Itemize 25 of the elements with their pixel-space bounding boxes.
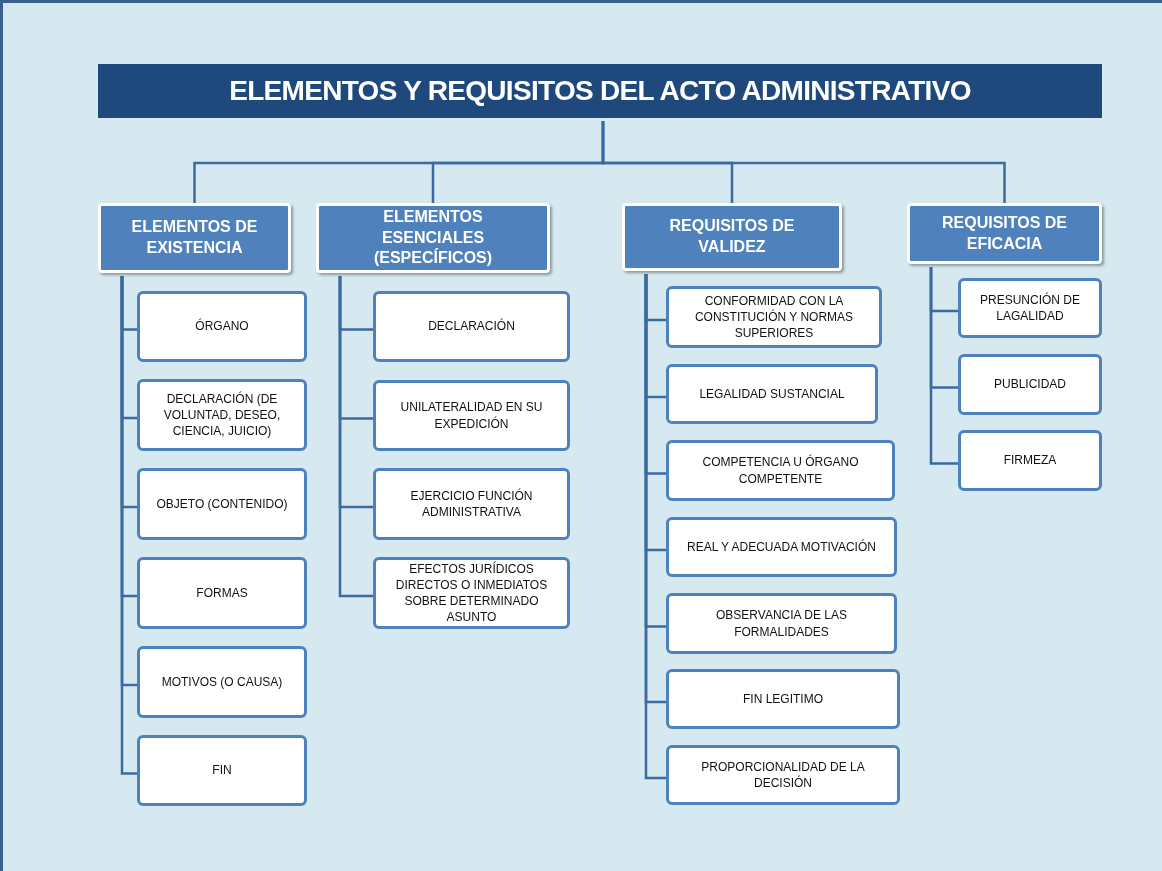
item-box: PROPORCIONALIDAD DE LA DECISIÓN [666, 745, 900, 805]
item-box: UNILATERALIDAD EN SU EXPEDICIÓN [373, 380, 570, 451]
category-box: REQUISITOS DE EFICACIA [907, 203, 1102, 264]
item-box: EFECTOS JURÍDICOS DIRECTOS O INMEDIATOS SOBRE DETERMINADO ASUNTO [373, 557, 570, 629]
item-box: PRESUNCIÓN DE LAGALIDAD [958, 278, 1102, 338]
item-box: FIN LEGITIMO [666, 669, 900, 729]
item-box: DECLARACIÓN (DE VOLUNTAD, DESEO, CIENCIA, JUICIO) [137, 379, 307, 451]
category-box: REQUISITOS DE VALIDEZ [622, 203, 842, 271]
title-bar: ELEMENTOS Y REQUISITOS DEL ACTO ADMINISTRATIVO [98, 64, 1102, 118]
item-box: CONFORMIDAD CON LA CONSTITUCIÓN Y NORMAS SUPERIORES [666, 286, 882, 348]
item-box: LEGALIDAD SUSTANCIAL [666, 364, 878, 424]
item-box: OBJETO (CONTENIDO) [137, 468, 307, 540]
item-box: MOTIVOS (O CAUSA) [137, 646, 307, 718]
item-box: FIRMEZA [958, 430, 1102, 491]
item-box: REAL Y ADECUADA MOTIVACIÓN [666, 517, 897, 577]
item-box: PUBLICIDAD [958, 354, 1102, 415]
category-box: ELEMENTOS DE EXISTENCIA [98, 203, 291, 273]
category-box: ELEMENTOS ESENCIALES (ESPECÍFICOS) [316, 203, 550, 273]
item-box: DECLARACIÓN [373, 291, 570, 362]
item-box: FIN [137, 735, 307, 806]
item-box: COMPETENCIA U ÓRGANO COMPETENTE [666, 440, 895, 501]
item-box: OBSERVANCIA DE LAS FORMALIDADES [666, 593, 897, 654]
item-box: FORMAS [137, 557, 307, 629]
item-box: ÓRGANO [137, 291, 307, 362]
item-box: EJERCICIO FUNCIÓN ADMINISTRATIVA [373, 468, 570, 540]
